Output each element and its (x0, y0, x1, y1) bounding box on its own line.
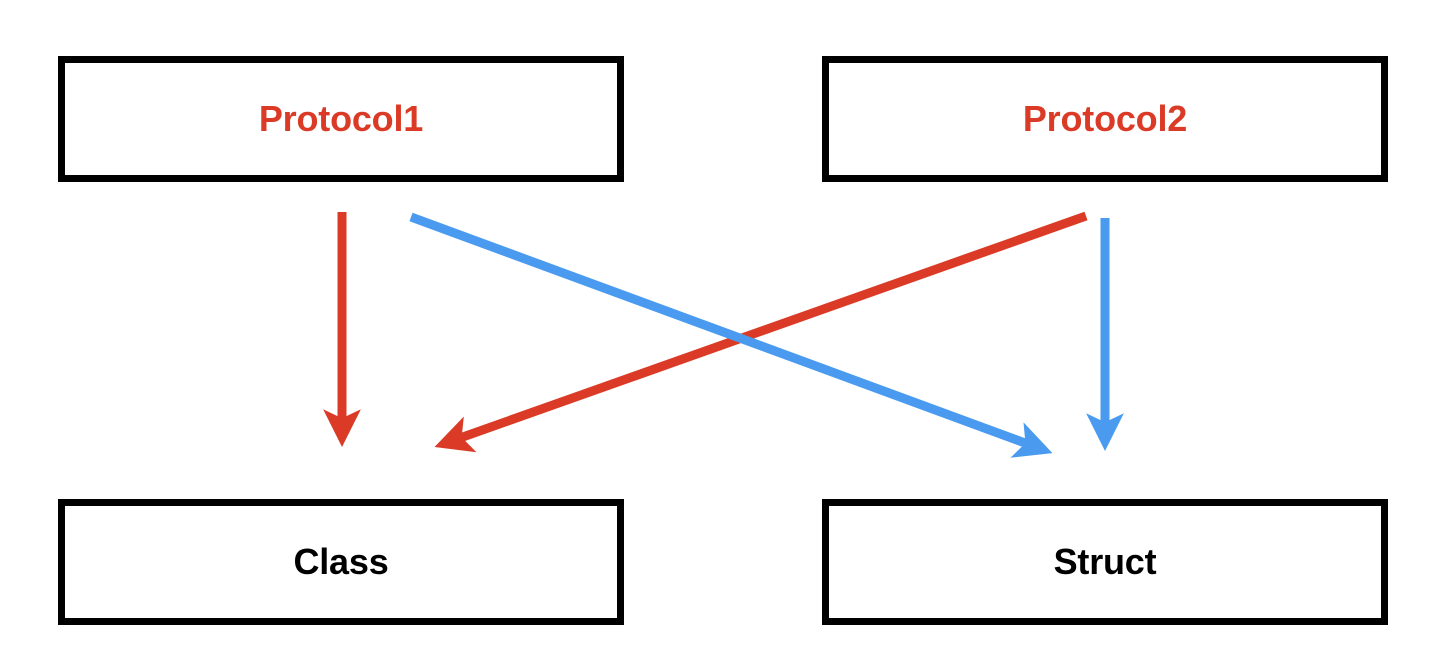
edge-protocol1-to-struct (409, 212, 1053, 458)
node-class[interactable]: Class (58, 499, 624, 625)
node-protocol1[interactable]: Protocol1 (58, 56, 624, 182)
node-protocol2[interactable]: Protocol2 (822, 56, 1388, 182)
node-protocol1-label: Protocol1 (258, 98, 424, 139)
node-struct-label: Struct (1053, 541, 1157, 582)
node-class-label: Class (293, 541, 389, 582)
node-protocol2-label: Protocol2 (1022, 98, 1188, 139)
node-struct[interactable]: Struct (822, 499, 1388, 625)
edge-protocol2-to-class (434, 211, 1088, 453)
